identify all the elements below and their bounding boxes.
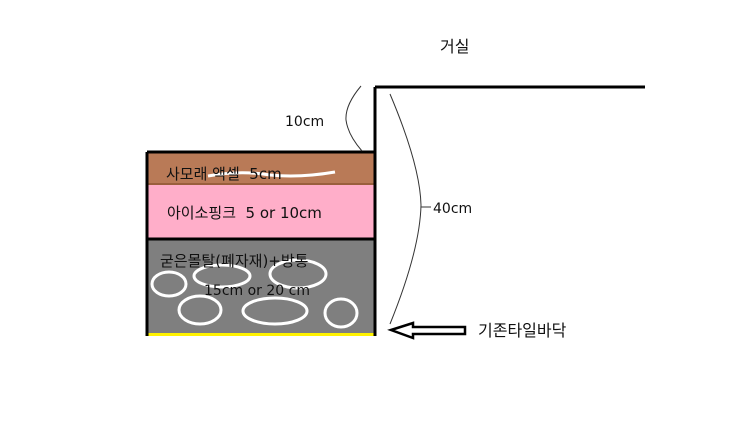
outline bbox=[145, 85, 645, 336]
debris-oval bbox=[268, 258, 328, 290]
layer-3-thickness: 15cm or 20 cm bbox=[204, 283, 310, 299]
debris-oval bbox=[241, 296, 309, 326]
debris-oval bbox=[323, 297, 359, 329]
total-height-label: 40cm bbox=[433, 201, 472, 217]
debris-oval bbox=[192, 263, 252, 289]
existing-floor-label: 기존타일바닥 bbox=[478, 321, 567, 340]
brace-10cm bbox=[345, 85, 363, 152]
layer-isopink bbox=[147, 185, 375, 239]
layer-sand-mortar bbox=[147, 152, 375, 184]
debris-ovals bbox=[150, 258, 359, 329]
base-line bbox=[147, 333, 375, 336]
white-scribble bbox=[207, 170, 336, 178]
room-label: 거실 bbox=[440, 37, 469, 56]
brace-40cm bbox=[389, 93, 422, 325]
layer-1-label: 사모래 액셀 5cm bbox=[166, 165, 282, 183]
layer-3-label: 굳은몰탈(폐자재)+방통 bbox=[160, 252, 308, 270]
arrow-icon bbox=[387, 321, 467, 340]
step-height-label: 10cm bbox=[285, 114, 324, 130]
layer-2-label: 아이소핑크 5 or 10cm bbox=[167, 204, 322, 222]
debris-oval bbox=[150, 270, 188, 298]
debris-oval bbox=[177, 294, 223, 326]
